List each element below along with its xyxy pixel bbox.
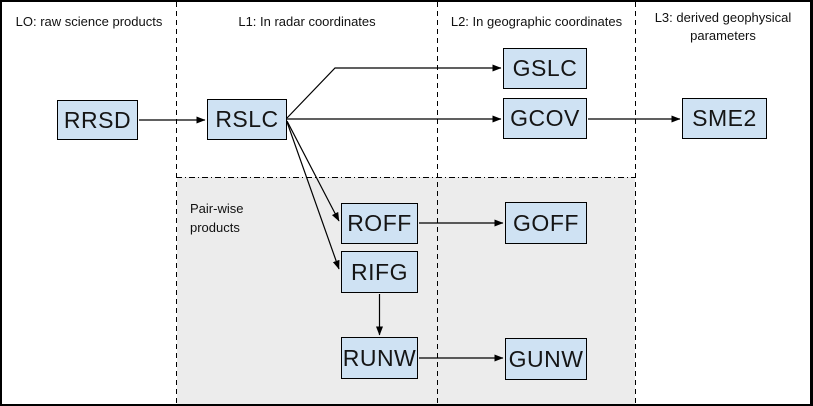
node-rrsd: RRSD <box>57 100 138 140</box>
node-sme2: SME2 <box>682 98 767 139</box>
column-header-l3: L3: derived geophysical parameters <box>654 10 792 43</box>
arrow-rslc-to-roff <box>286 120 340 222</box>
node-gslc: GSLC <box>503 48 587 89</box>
column-header-l0: LO: raw science products <box>15 14 163 29</box>
node-goff: GOFF <box>505 202 587 244</box>
node-gunw: GUNW <box>505 338 587 380</box>
column-header-l1: L1: In radar coordinates <box>238 14 376 29</box>
column-header-l2: L2: In geographic coordinates <box>450 14 623 29</box>
node-roff: ROFF <box>341 203 418 244</box>
node-rifg: RIFG <box>341 251 418 293</box>
arrow-rslc-to-rifg <box>286 121 340 270</box>
node-runw: RUNW <box>341 337 418 379</box>
node-rslc: RSLC <box>207 99 287 140</box>
arrow-rslc-to-gslc <box>286 64 502 119</box>
node-gcov: GCOV <box>503 98 587 139</box>
pairwise-region-label: Pair-wise products <box>190 201 244 235</box>
